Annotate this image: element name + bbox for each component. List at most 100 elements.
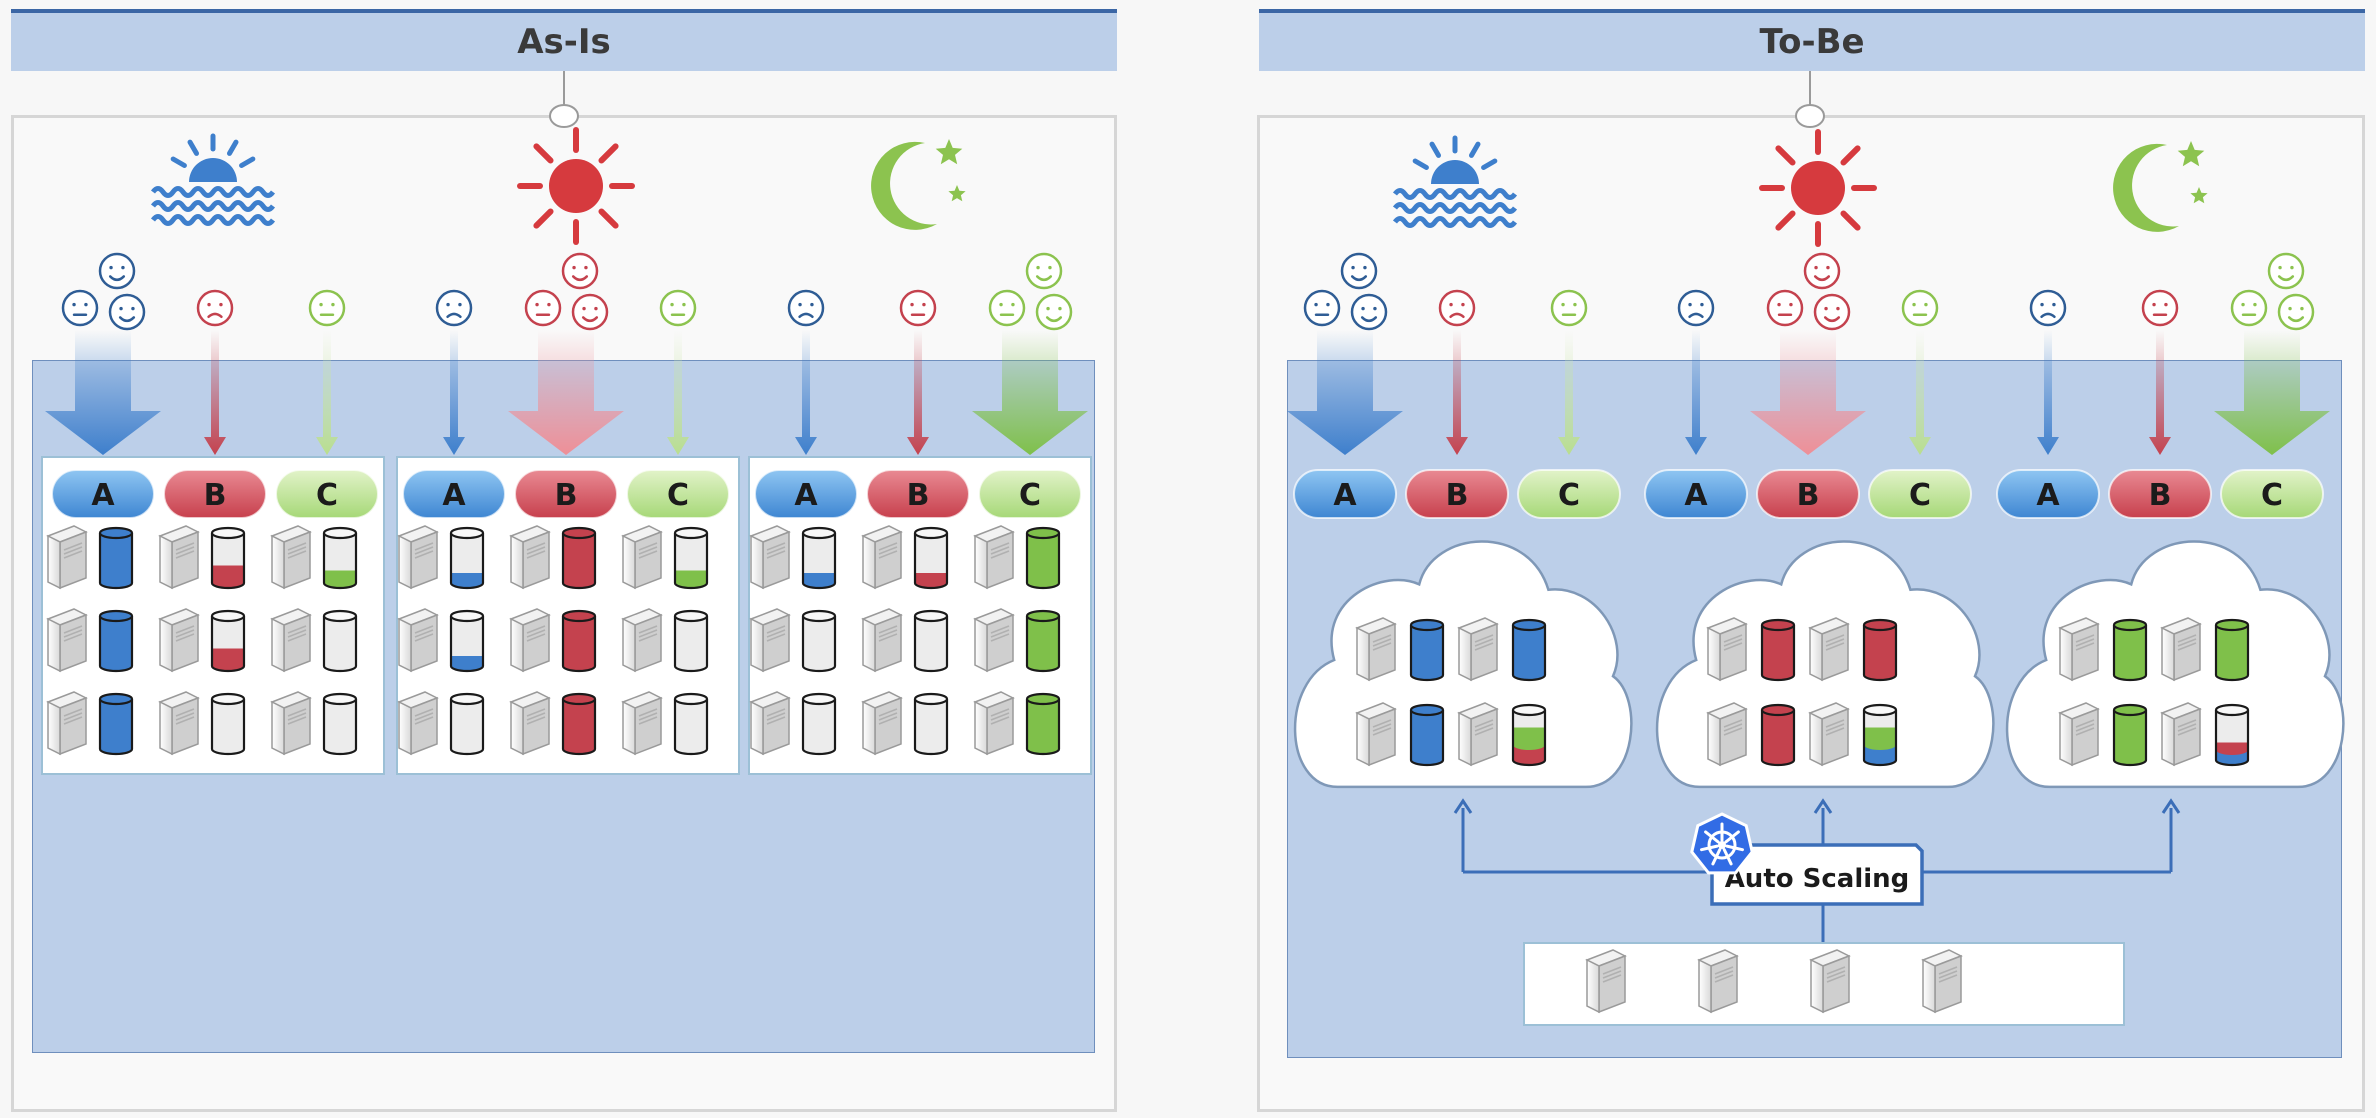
service-label: A — [91, 478, 115, 513]
server-icon — [973, 608, 1015, 673]
user-face-icon — [1025, 252, 1063, 290]
server-icon — [509, 525, 551, 590]
demand-arrow — [667, 330, 689, 455]
user-face-icon — [2277, 293, 2315, 331]
user-face-icon — [435, 289, 473, 327]
server-icon — [1921, 949, 1963, 1014]
demand-arrow — [316, 330, 338, 455]
server-icon — [749, 608, 791, 673]
demand-arrow — [45, 330, 161, 455]
user-face-icon — [1340, 252, 1378, 290]
service-b-pill: B — [866, 469, 970, 519]
server-icon — [158, 525, 200, 590]
user-face-icon — [988, 289, 1026, 327]
service-b-pill: B — [514, 469, 618, 519]
server-icon — [2058, 702, 2100, 767]
database-icon — [561, 526, 597, 590]
demand-arrow — [443, 330, 465, 455]
user-face-icon — [196, 289, 234, 327]
server-icon — [1697, 949, 1739, 1014]
user-face-icon — [899, 289, 937, 327]
service-label: A — [2036, 478, 2060, 513]
server-icon — [973, 525, 1015, 590]
service-label: C — [667, 478, 689, 513]
database-icon — [98, 692, 134, 756]
server-icon — [509, 608, 551, 673]
server-icon — [1457, 617, 1499, 682]
server-icon — [621, 525, 663, 590]
auto-scaling-label: Auto Scaling — [1725, 864, 1910, 894]
user-face-icon — [1035, 293, 1073, 331]
user-face-icon — [787, 289, 825, 327]
server-icon — [861, 691, 903, 756]
user-face-icon — [2029, 289, 2067, 327]
database-icon — [1025, 609, 1061, 673]
database-icon — [1409, 703, 1445, 767]
database-icon — [322, 526, 358, 590]
user-face-icon — [1303, 289, 1341, 327]
database-icon — [801, 526, 837, 590]
service-label: A — [1333, 478, 1357, 513]
connector-arrowhead — [1453, 798, 1473, 814]
as-is-title: As-Is — [517, 22, 611, 62]
to-be-title: To-Be — [1759, 22, 1865, 62]
demand-arrow — [1750, 330, 1866, 455]
service-c-pill: C — [275, 469, 379, 519]
database-icon — [449, 526, 485, 590]
demand-arrow — [795, 330, 817, 455]
service-a-pill: A — [754, 469, 858, 519]
server-icon — [397, 691, 439, 756]
database-icon — [322, 692, 358, 756]
connector-arrowhead — [1813, 798, 1833, 814]
sunrise-icon — [1392, 135, 1518, 228]
connector-arrowhead — [2161, 798, 2181, 814]
database-icon — [1025, 692, 1061, 756]
service-c-pill: C — [2220, 469, 2324, 519]
user-face-icon — [1677, 289, 1715, 327]
user-face-icon — [524, 289, 562, 327]
database-icon — [913, 526, 949, 590]
server-icon — [46, 691, 88, 756]
server-icon — [158, 608, 200, 673]
database-icon — [449, 609, 485, 673]
server-icon — [158, 691, 200, 756]
service-a-pill: A — [1644, 469, 1748, 519]
user-face-icon — [1803, 252, 1841, 290]
database-icon — [1025, 526, 1061, 590]
to-be-header: To-Be — [1259, 9, 2365, 71]
user-face-icon — [98, 252, 136, 290]
user-face-icon — [108, 293, 146, 331]
user-face-icon — [308, 289, 346, 327]
demand-arrow — [508, 330, 624, 455]
database-icon — [210, 526, 246, 590]
service-label: A — [442, 478, 466, 513]
user-face-icon — [1901, 289, 1939, 327]
server-icon — [1585, 949, 1627, 1014]
demand-arrow — [1685, 330, 1707, 455]
user-face-icon — [1438, 289, 1476, 327]
user-face-icon — [2141, 289, 2179, 327]
service-b-pill: B — [163, 469, 267, 519]
database-icon — [2112, 618, 2148, 682]
database-icon — [1862, 618, 1898, 682]
database-icon — [673, 692, 709, 756]
database-icon — [210, 692, 246, 756]
service-b-pill: B — [1405, 469, 1509, 519]
service-c-pill: C — [1517, 469, 1621, 519]
server-icon — [1706, 702, 1748, 767]
auto-scaling-box — [1710, 843, 1924, 906]
database-icon — [210, 609, 246, 673]
database-icon — [449, 692, 485, 756]
service-c-pill: C — [626, 469, 730, 519]
user-face-icon — [61, 289, 99, 327]
service-b-pill: B — [2108, 469, 2212, 519]
server-icon — [1457, 702, 1499, 767]
server-icon — [46, 525, 88, 590]
server-icon — [973, 691, 1015, 756]
server-icon — [1808, 617, 1850, 682]
database-icon — [1760, 703, 1796, 767]
database-icon — [561, 609, 597, 673]
server-icon — [46, 608, 88, 673]
server-icon — [1355, 702, 1397, 767]
